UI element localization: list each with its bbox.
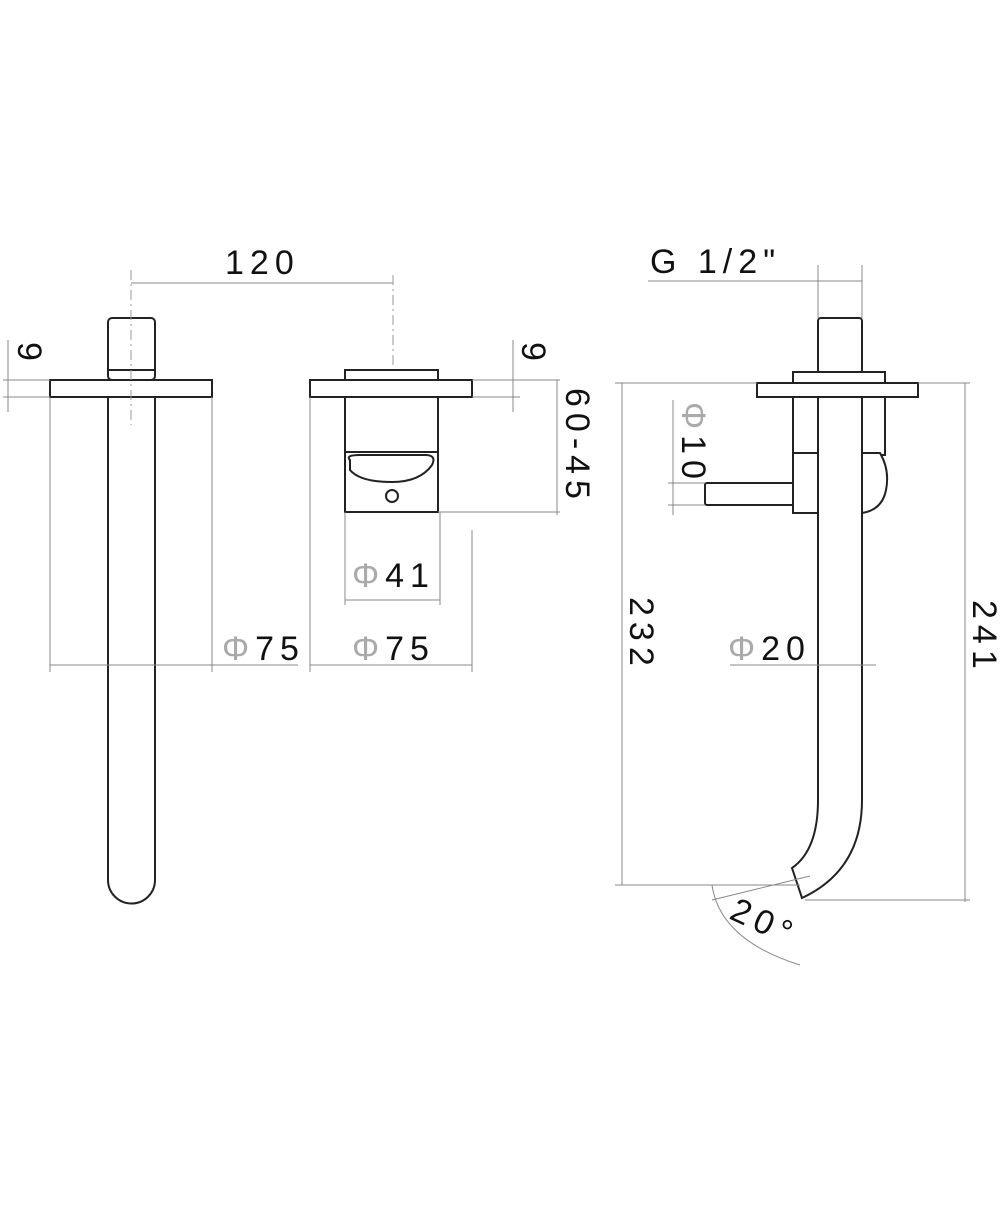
dim-phi10-label: 10 [674, 435, 712, 485]
mixer-handle [347, 454, 435, 484]
dim-241-label: 241 [965, 600, 1000, 675]
dim-60-45-label: 60-45 [558, 388, 596, 505]
dim-9-right-label: 9 [514, 342, 552, 367]
phi-symbol: Φ [728, 630, 761, 668]
side-collar [792, 371, 886, 384]
dimension-232: 232 [615, 382, 800, 886]
dimension-phi10: Φ10 [668, 400, 712, 515]
phi-symbol: Φ [352, 557, 385, 595]
side-valve [858, 452, 889, 515]
spout-front-view [49, 270, 213, 905]
dimension-plate-thickness-left: 9 [3, 340, 50, 412]
dimension-phi75-right: Φ75 [309, 397, 473, 672]
dimension-phi20: Φ20 [728, 630, 876, 668]
dimension-plate-thickness-right: 9 [472, 340, 560, 412]
lever-hub [792, 452, 821, 514]
side-wall-plate [756, 382, 919, 398]
dim-120-label: 120 [225, 244, 300, 282]
dim-phi20-label: 20 [761, 630, 811, 668]
mixer-front-view [309, 369, 473, 513]
svg-text:Φ75: Φ75 [222, 630, 305, 668]
dimension-60-45: 60-45 [438, 380, 596, 515]
dimension-phi41: Φ41 [344, 512, 441, 605]
svg-text:Φ20: Φ20 [728, 630, 811, 668]
svg-text:Φ41: Φ41 [352, 557, 435, 595]
dimension-angle-20: 20° [711, 875, 811, 966]
dim-phi75-left-label: 75 [255, 630, 305, 668]
svg-text:Φ10: Φ10 [674, 402, 712, 485]
phi-symbol: Φ [674, 402, 712, 435]
mixer-wall-plate [309, 379, 473, 398]
dim-angle-label: 20° [725, 891, 804, 955]
dim-phi41-label: 41 [385, 557, 435, 595]
phi-symbol: Φ [352, 630, 385, 668]
dimension-g-half-inch: G 1/2" [648, 243, 863, 318]
side-lever [704, 482, 798, 506]
dim-phi75-right-label: 75 [385, 630, 435, 668]
dim-9-left-label: 9 [10, 342, 48, 367]
side-threaded-stem [817, 317, 863, 374]
dimension-241: 241 [805, 382, 1000, 902]
phi-symbol: Φ [222, 630, 255, 668]
spout-pipe [107, 396, 156, 905]
side-view [704, 317, 919, 900]
side-spout-pipe [790, 382, 863, 900]
mixer-indicator [385, 489, 399, 503]
svg-text:Φ75: Φ75 [352, 630, 435, 668]
dim-232-label: 232 [622, 597, 660, 672]
dim-thread-label: G 1/2" [650, 243, 781, 281]
dimension-120: 120 [131, 244, 394, 455]
dimension-phi75-left: Φ75 [49, 397, 305, 672]
